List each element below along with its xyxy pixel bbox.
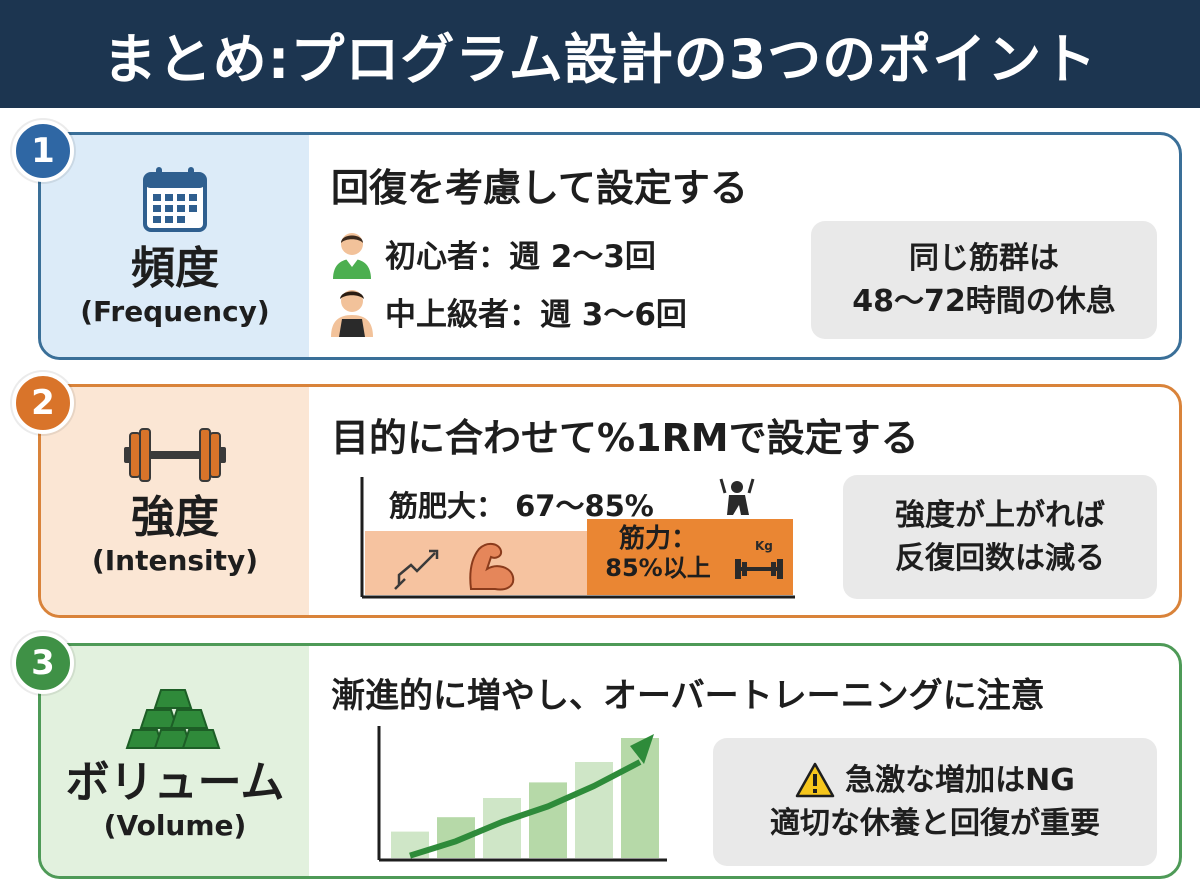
intensity-note-line1: 強度が上がれば (895, 497, 1105, 533)
frequency-card: 頻度 (Frequency) 回復を考慮して設定する 初心者：週 2〜3回 中上… (38, 132, 1182, 360)
beginner-row: 初心者：週 2〜3回 (329, 227, 656, 279)
strength-zone (587, 519, 793, 595)
intensity-range-graphic (360, 477, 795, 599)
lifter-icon (719, 478, 755, 515)
frequency-note-line2: 48〜72時間の休息 (852, 284, 1116, 319)
section-3-badge: 3 (12, 632, 74, 694)
intensity-title: 強度 (131, 491, 219, 543)
kg-label: Kg (755, 539, 773, 553)
strength-label: 筋力： 85%以上 (589, 524, 727, 582)
frequency-side-panel: 頻度 (Frequency) (41, 135, 309, 357)
intensity-side-panel: 強度 (Intensity) (41, 387, 309, 615)
trend-arrow-head (630, 734, 654, 764)
volume-heading: 漸進的に増やし、オーバートレーニングに注意 (331, 676, 1045, 716)
volume-bar-chart (377, 726, 667, 862)
page-title: まとめ:プログラム設計の3つのポイント (0, 0, 1200, 108)
trend-arrow-line (409, 759, 642, 859)
section-2-badge: 2 (12, 372, 74, 434)
frequency-title: 頻度 (131, 242, 219, 294)
growth-arrow-icon (394, 549, 439, 590)
advanced-row: 中上級者：週 3〜6回 (329, 285, 687, 337)
volume-warning-line: 急激な増加はNG (795, 759, 1075, 803)
frequency-note-line1: 同じ筋群は (909, 240, 1059, 276)
section-1-badge: 1 (12, 120, 74, 182)
intensity-note: 強度が上がれば 反復回数は減る (843, 475, 1157, 599)
volume-bar (529, 782, 567, 858)
strength-label-line2: 85%以上 (605, 553, 711, 582)
beginner-frequency: 初心者：週 2〜3回 (385, 238, 656, 275)
intensity-subtitle: (Intensity) (91, 543, 259, 577)
barbell-icon (735, 559, 783, 579)
volume-note-line2: 適切な休養と回復が重要 (770, 806, 1100, 841)
warning-icon (795, 763, 835, 798)
dumbbell-icon (124, 427, 226, 482)
hypertrophy-label: 筋肥大： 67〜85% (389, 489, 654, 523)
muscle-arm-icon (469, 543, 515, 591)
intensity-card: 強度 (Intensity) 目的に合わせて%1RMで設定する (38, 384, 1182, 618)
volume-title: ボリューム (65, 756, 285, 808)
strength-label-line1: 筋力： (618, 524, 697, 554)
volume-side-panel: ボリューム (Volume) (41, 646, 309, 876)
advanced-person-icon (331, 290, 373, 337)
beginner-person-icon (333, 233, 371, 279)
volume-subtitle: (Volume) (103, 808, 247, 842)
volume-card: ボリューム (Volume) 漸進的に増やし、オーバートレーニングに注意 急激な… (38, 643, 1182, 879)
volume-note: 急激な増加はNG 適切な休養と回復が重要 (713, 738, 1157, 866)
intensity-note-line2: 反復回数は減る (895, 541, 1105, 576)
gold-bars-icon (125, 688, 221, 749)
calendar-icon (143, 166, 207, 232)
frequency-note: 同じ筋群は 48〜72時間の休息 (811, 221, 1157, 339)
volume-note-line1: 急激な増加はNG (845, 762, 1075, 798)
intensity-heading: 目的に合わせて%1RMで設定する (331, 416, 919, 460)
frequency-subtitle: (Frequency) (80, 294, 270, 328)
frequency-heading: 回復を考慮して設定する (331, 166, 748, 210)
advanced-frequency: 中上級者：週 3〜6回 (385, 296, 687, 333)
